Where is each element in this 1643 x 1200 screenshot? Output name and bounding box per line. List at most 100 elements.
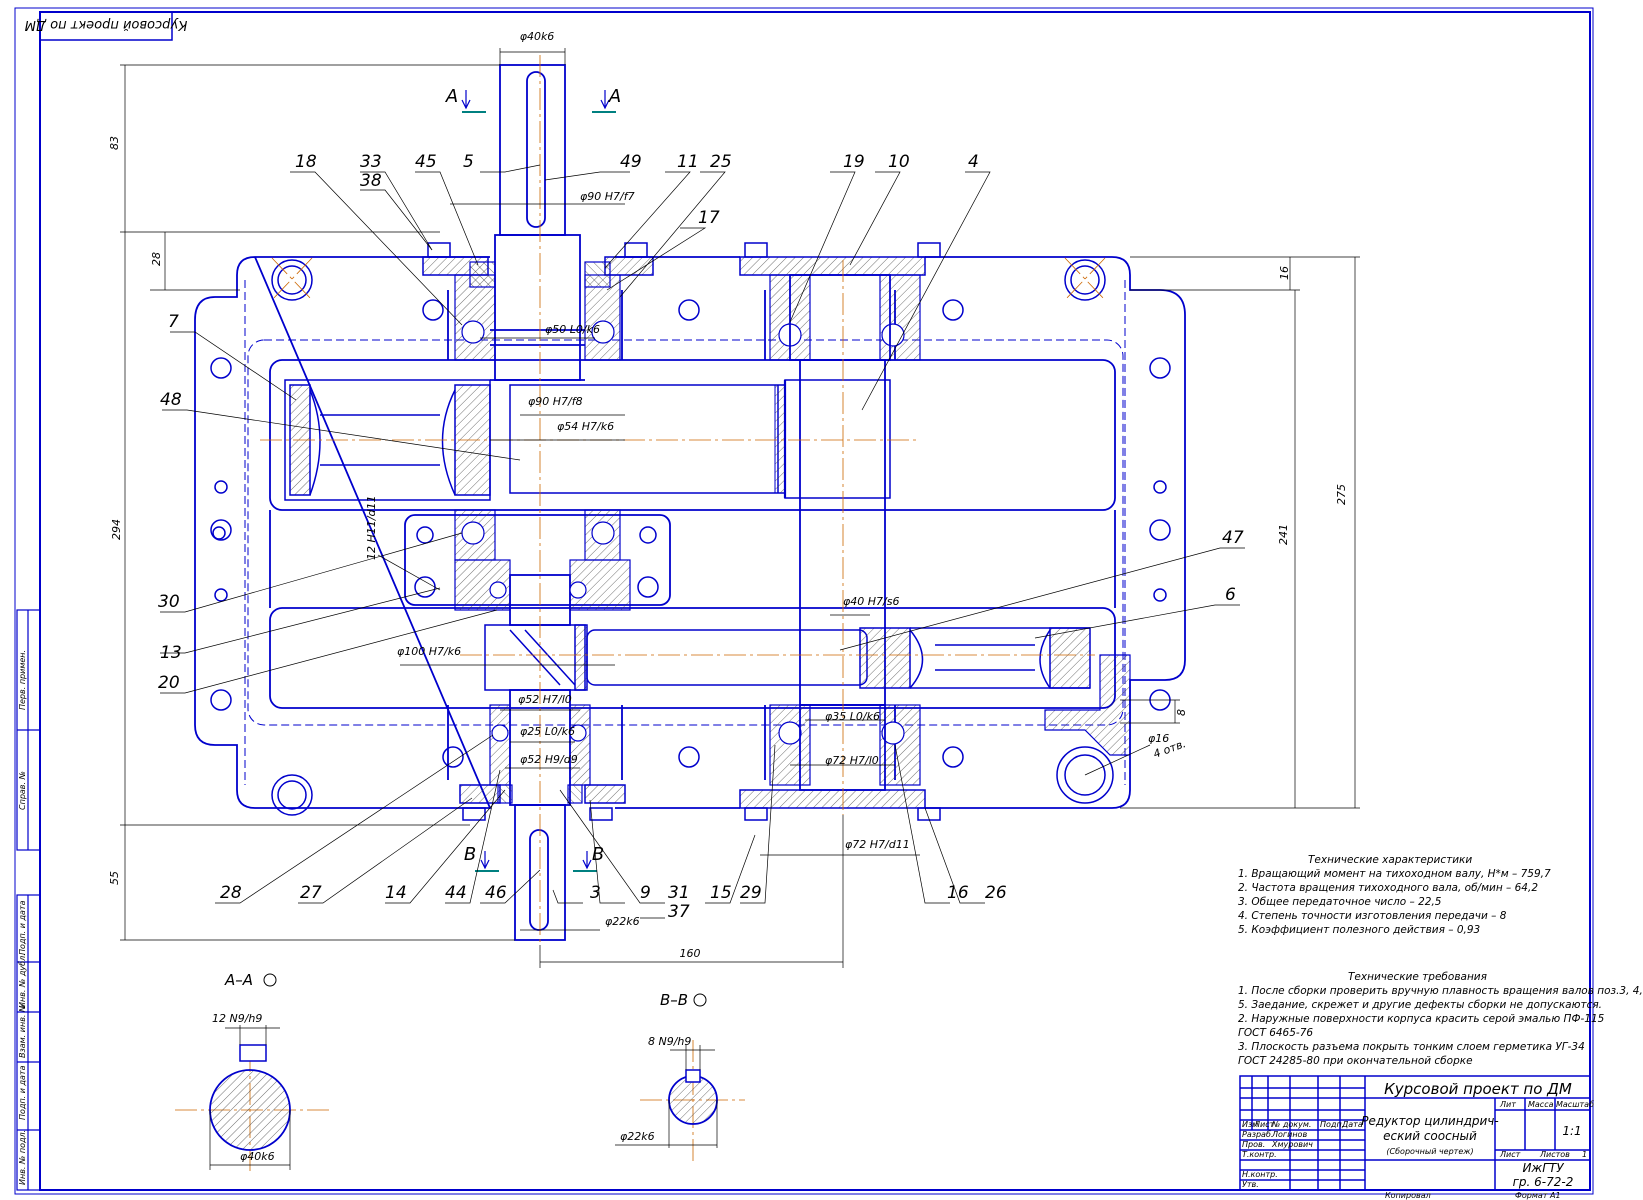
tb-col-izm: Изм — [1242, 1120, 1258, 1129]
callout-13: 13 — [160, 643, 182, 663]
dim-40k6: φ40k6 — [520, 30, 555, 43]
tb-row-nkontr: Н.контр. — [1242, 1170, 1278, 1179]
upper-left-bearing-assembly — [454, 261, 621, 561]
tb-format: Формат А1 — [1515, 1191, 1561, 1200]
dim-160: 160 — [680, 947, 701, 960]
tb-org: ИжГТУ — [1522, 1161, 1564, 1175]
tech-specs: Технические характеристики 1. Вращающий … — [1238, 853, 1551, 937]
tb-prov-name: Хмурович — [1271, 1140, 1313, 1149]
callout-7: 7 — [168, 312, 179, 332]
dim-40h7: φ40 H7/s6 — [843, 595, 899, 608]
tb-row-razrab: Разраб. — [1242, 1130, 1273, 1139]
top-stamp-box — [39, 11, 173, 41]
tb-project: Курсовой проект по ДМ — [1384, 1080, 1572, 1098]
callout-27: 27 — [300, 883, 322, 903]
side-stamp-3: Подп. и дата — [18, 900, 27, 955]
side-stamp-7: Инв. № подл. — [18, 1130, 27, 1185]
callout-5: 5 — [463, 152, 474, 172]
callout-47: 47 — [1222, 528, 1244, 548]
foundation-hole — [1064, 754, 1106, 796]
side-stamp-4: Инв. № дубл. — [18, 953, 27, 1008]
tech-reqs-title: Технические требования — [1348, 971, 1487, 983]
dim-90h7f8: φ90 H7/f8 — [528, 395, 583, 408]
callout-16: 16 — [947, 883, 969, 903]
callout-28: 28 — [220, 883, 242, 903]
tb-scale: 1:1 — [1562, 1124, 1581, 1138]
tech-spec-line: 3. Общее передаточное число – 22,5 — [1238, 896, 1442, 908]
bolts — [427, 242, 941, 821]
tb-copied: Копировал — [1385, 1191, 1431, 1200]
dim-72a: φ72 H7/l0 — [825, 754, 879, 767]
callout-45: 45 — [415, 152, 437, 172]
tb-row-utv: Утв. — [1242, 1180, 1259, 1189]
section-arrows — [461, 90, 610, 870]
section-a-right: А — [608, 86, 621, 107]
section-aa-title: А–А — [224, 971, 253, 989]
tb-col-podp: Подп. — [1320, 1120, 1344, 1129]
callout-17: 17 — [698, 208, 720, 228]
tech-req-line: ГОСТ 6465-76 — [1238, 1027, 1314, 1039]
tech-spec-line: 2. Частота вращения тихоходного вала, об… — [1238, 882, 1539, 894]
flange-holes — [210, 259, 1171, 816]
side-stamp-6: Подп. и дата — [18, 1065, 27, 1120]
dim-275: 275 — [1335, 484, 1348, 505]
tb-listov: Листов — [1539, 1150, 1570, 1159]
section-bb: φ22k6 8 N9/h9 — [615, 1035, 718, 1148]
tb-name-2: еский соосный — [1383, 1129, 1477, 1143]
callout-37: 37 — [668, 902, 690, 922]
dim-50: φ50 L0/k6 — [545, 323, 600, 336]
lower-gear-pair — [484, 624, 1091, 691]
pinion-tooth-hatch — [774, 384, 786, 494]
tb-col-list: Лист — [1253, 1120, 1275, 1129]
dim-16: φ16 — [1148, 732, 1169, 745]
dim-294: 294 — [110, 519, 123, 540]
section-a-left: А — [445, 86, 458, 107]
tb-row-tkontr: Т.контр. — [1242, 1150, 1277, 1159]
tb-listov-val: 1 — [1582, 1150, 1587, 1159]
foundation-hole-boss — [1056, 746, 1114, 804]
top-covers — [422, 256, 926, 809]
tech-req-line: 3. Плоскость разъема покрыть тонким слое… — [1238, 1041, 1585, 1053]
callout-18: 18 — [295, 152, 317, 172]
callout-44: 44 — [445, 883, 467, 903]
callout-4: 4 — [968, 152, 979, 172]
side-stamp-1: Перв. примен. — [18, 650, 27, 710]
center-lines — [175, 55, 1106, 1175]
dim-72b: φ72 H7/d11 — [845, 838, 910, 851]
callout-15: 15 — [710, 883, 732, 903]
dim-90h7f7: φ90 H7/f7 — [580, 190, 635, 203]
section-aa: φ40k6 12 N9/h9 — [209, 1012, 291, 1170]
section-cut-markers — [462, 111, 616, 872]
tb-row-prov: Пров. — [1242, 1140, 1265, 1149]
tb-list: Лист — [1499, 1150, 1521, 1159]
tb-doc-type: (Сборочный чертеж) — [1386, 1147, 1473, 1156]
callout-19: 19 — [843, 152, 865, 172]
top-stamp: Курсовой проект по ДМ — [25, 17, 188, 32]
side-stamp-2: Справ. № — [18, 771, 27, 810]
side-stamp-5: Взам. инв. № — [18, 1004, 27, 1058]
dimension-lines — [120, 48, 1360, 968]
lower-input-bearings — [454, 559, 631, 804]
callout-29: 29 — [740, 883, 762, 903]
tech-req-line: 1. После сборки проверить вручную плавно… — [1238, 985, 1643, 997]
callout-38: 38 — [360, 171, 382, 191]
tb-lit: Лит — [1499, 1100, 1516, 1109]
rotation-icon-aa — [263, 973, 277, 987]
tech-req-line: ГОСТ 24285-80 при окончательной сборке — [1238, 1055, 1473, 1067]
tb-razrab-name: Логинов — [1271, 1130, 1307, 1139]
section-b-left: В — [464, 844, 476, 865]
right-shaft — [789, 274, 891, 791]
tb-col-ndoc: № докум. — [1271, 1120, 1311, 1129]
assembly-drawing-sheet: Курсовой проект по ДМ Перв. примен. Спра… — [14, 7, 1594, 1200]
tb-col-data: Дата — [1341, 1120, 1363, 1129]
tech-spec-line: 5. Коэффициент полезного действия – 0,93 — [1238, 924, 1481, 936]
inner-frame — [39, 11, 1591, 1191]
tech-req-line: 5. Заедание, скрежет и другие дефекты сб… — [1238, 999, 1602, 1011]
tech-requirements: Технические требования 1. После сборки п… — [1238, 970, 1643, 1068]
dim-83: 83 — [108, 136, 121, 150]
dim-100: φ100 H7/k6 — [397, 645, 461, 658]
tech-req-line: 2. Наружные поверхности корпуса красить … — [1238, 1013, 1605, 1025]
dim-key12: 12 H11/d11 — [365, 496, 378, 560]
callout-25: 25 — [710, 152, 732, 172]
side-stamp-column — [16, 609, 41, 1191]
